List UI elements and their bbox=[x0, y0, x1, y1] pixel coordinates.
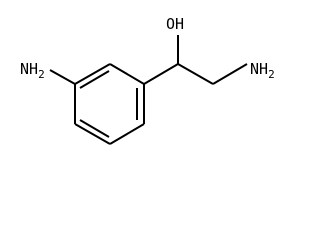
right-amine-element: N bbox=[250, 60, 259, 78]
ring-bond-c1-c2 bbox=[109, 63, 145, 85]
right-amine-label: NH2 bbox=[250, 60, 275, 81]
bond-ring-to-carbinol bbox=[143, 63, 179, 85]
ring-bond-c2-c3 bbox=[74, 63, 111, 85]
ring-double-bond-inner-1 bbox=[79, 70, 110, 89]
benzene-ring bbox=[74, 63, 145, 145]
bond-ring-to-amine bbox=[49, 69, 76, 85]
right-amine-hydrogen: H bbox=[259, 60, 268, 78]
ring-double-bond-inner-3 bbox=[79, 119, 110, 138]
right-amine-subscript: 2 bbox=[268, 68, 275, 81]
left-amine-subscript: 2 bbox=[38, 68, 45, 81]
left-amine-element: N bbox=[20, 60, 29, 78]
chemical-structure-diagram: NH2 OH NH2 bbox=[20, 15, 275, 145]
bond-carbinol-to-ch2 bbox=[177, 63, 214, 85]
ring-bond-c4-c5 bbox=[74, 123, 111, 145]
hydroxyl-label: OH bbox=[166, 15, 184, 33]
left-amine-hydrogen: H bbox=[29, 60, 38, 78]
left-amine-label: NH2 bbox=[20, 60, 45, 81]
ring-bond-c5-c6 bbox=[109, 123, 145, 145]
bond-ch2-to-amine bbox=[212, 63, 248, 85]
